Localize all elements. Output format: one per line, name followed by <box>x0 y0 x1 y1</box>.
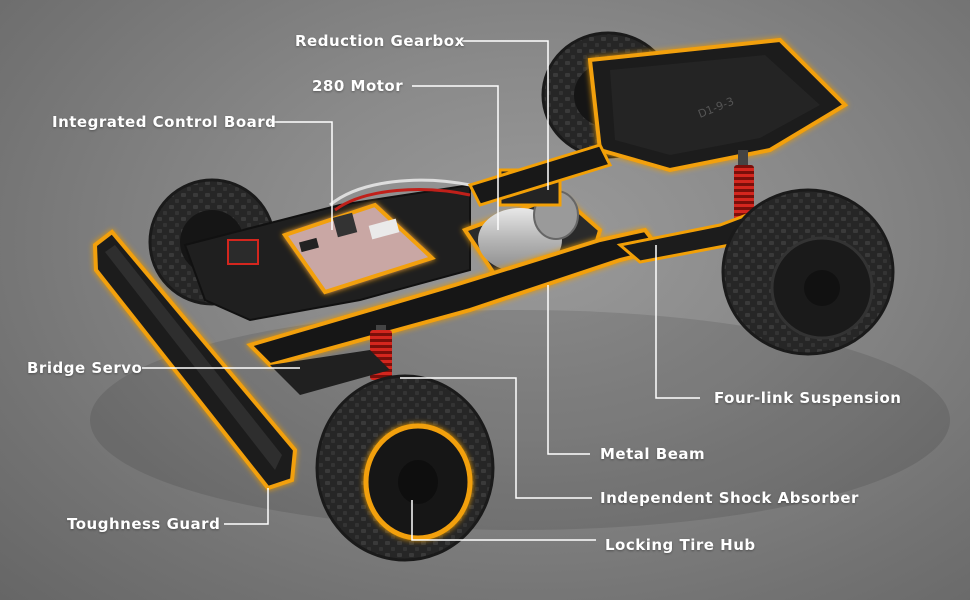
label-independent-shock-absorber: Independent Shock Absorber <box>600 489 859 507</box>
label-280-motor: 280 Motor <box>312 77 404 95</box>
leader-reduction-gearbox <box>462 40 549 190</box>
front-bumper <box>92 229 298 491</box>
leader-shock <box>400 377 592 499</box>
control-board <box>281 202 436 295</box>
label-integrated-control-board: Integrated Control Board <box>52 113 277 131</box>
leader-four-link <box>655 245 700 399</box>
leader-280-motor <box>412 85 499 230</box>
leader-hub <box>411 500 596 541</box>
label-locking-tire-hub: Locking Tire Hub <box>605 536 756 554</box>
label-bridge-servo: Bridge Servo <box>27 359 143 377</box>
servo-block <box>227 239 259 265</box>
label-reduction-gearbox: Reduction Gearbox <box>295 32 465 50</box>
leader-metal-beam <box>547 285 590 455</box>
front-right-wheel <box>721 188 895 356</box>
label-four-link-suspension: Four-link Suspension <box>714 389 902 407</box>
leader-toughness-guard <box>224 488 269 525</box>
label-toughness-guard: Toughness Guard <box>67 515 221 533</box>
leader-lines <box>142 40 700 541</box>
front-axle <box>270 350 390 395</box>
front-left-wheel <box>315 374 495 562</box>
label-metal-beam: Metal Beam <box>600 445 706 463</box>
leader-control-board <box>270 121 333 230</box>
